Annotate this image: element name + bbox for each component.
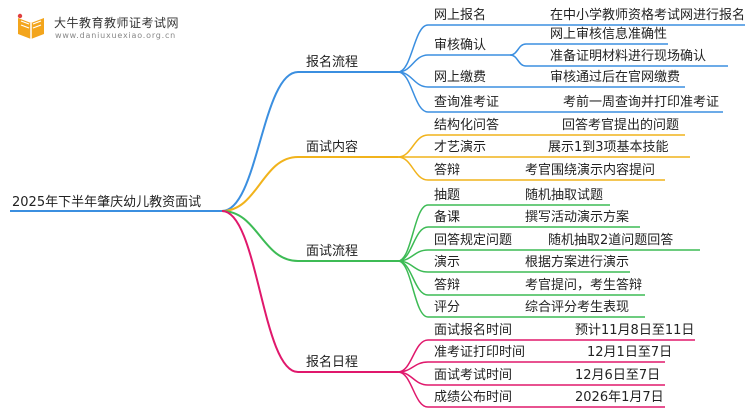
b1-item-label: 查询准考证 [434, 95, 500, 110]
b4-item-detail: 预计11月8日至11日 [575, 323, 695, 338]
b3-item-detail: 撰写活动演示方案 [525, 210, 630, 225]
b3-item-label: 抽题 [434, 188, 461, 203]
branch-registration-process: 报名流程 [306, 55, 359, 70]
branch-registration-schedule: 报名日程 [306, 355, 359, 370]
b4-item-label: 成绩公布时间 [434, 390, 513, 405]
b4-item-detail: 2026年1月7日 [575, 390, 664, 405]
connector-root-branch-2 [221, 156, 299, 212]
b3-item-label: 评分 [434, 300, 461, 315]
branch-interview-content: 面试内容 [306, 140, 359, 155]
b4-item-label: 面试考试时间 [434, 368, 513, 383]
b3-item-label: 演示 [434, 255, 461, 270]
b4-item-label: 面试报名时间 [434, 323, 513, 338]
connector-root-branch-4 [221, 210, 299, 373]
connector-b1-c4 [397, 71, 429, 113]
branch-interview-process: 面试流程 [306, 244, 359, 259]
b3-item-detail: 综合评分考生表现 [525, 300, 630, 315]
b3-item-label: 回答规定问题 [434, 233, 513, 248]
b1-item-label: 网上报名 [434, 8, 487, 23]
b3-item-detail: 随机抽取2道问题回答 [548, 233, 674, 248]
b3-item-label: 答辩 [434, 278, 461, 293]
b1-item-detail: 准备证明材料进行现场确认 [550, 49, 707, 64]
site-logo: 大牛教育教师证考试网 www.daniuxuexiao.org.cn [6, 6, 236, 46]
b1-item-detail: 审核通过后在官网缴费 [550, 70, 681, 85]
connector-root-branch-3 [221, 210, 299, 262]
b1-item-detail: 在中小学教师资格考试网进行报名 [550, 8, 746, 23]
connector-b1-c2-d2 [509, 54, 527, 67]
b4-item-detail: 12月6日至7日 [575, 368, 661, 383]
b2-item-label: 结构化问答 [434, 118, 500, 133]
b2-item-detail: 回答考官提出的问题 [562, 118, 680, 133]
logo-title: 大牛教育教师证考试网 [54, 16, 180, 30]
b3-item-label: 备课 [434, 210, 461, 225]
connector-b2-c3 [397, 156, 429, 181]
connector-b3-c1 [397, 204, 429, 262]
b2-item-detail: 考官围绕演示内容提问 [525, 163, 656, 178]
b1-item-label: 审核确认 [434, 38, 487, 53]
b3-item-detail: 考官提问，考生答辩 [525, 278, 643, 293]
connector-b3-c6 [397, 260, 429, 318]
b3-item-detail: 随机抽取试题 [525, 188, 604, 203]
b1-item-detail: 网上审核信息准确性 [550, 27, 668, 42]
b3-item-detail: 根据方案进行演示 [525, 255, 630, 270]
connector-root-branch-1 [221, 71, 299, 212]
connector-b1-c2 [397, 54, 429, 73]
connector-b2-c1 [397, 134, 429, 158]
b2-item-label: 才艺演示 [434, 140, 487, 155]
root-node: 2025年下半年肇庆幼儿教资面试 [12, 195, 202, 210]
connector-b1-c1 [397, 24, 429, 73]
b4-item-detail: 12月1日至7日 [587, 345, 673, 360]
connector-b1-c2-d1 [509, 43, 527, 56]
connector-b4-c4 [397, 371, 429, 408]
b2-item-detail: 展示1到3项基本技能 [548, 140, 669, 155]
b2-item-label: 答辩 [434, 163, 461, 178]
b4-item-label: 准考证打印时间 [434, 345, 526, 360]
b1-item-detail: 考前一周查询并打印准考证 [563, 95, 720, 110]
book-logo-icon [17, 13, 44, 39]
logo-subtitle: www.daniuxuexiao.org.cn [55, 31, 177, 40]
b1-item-label: 网上缴费 [434, 70, 487, 85]
